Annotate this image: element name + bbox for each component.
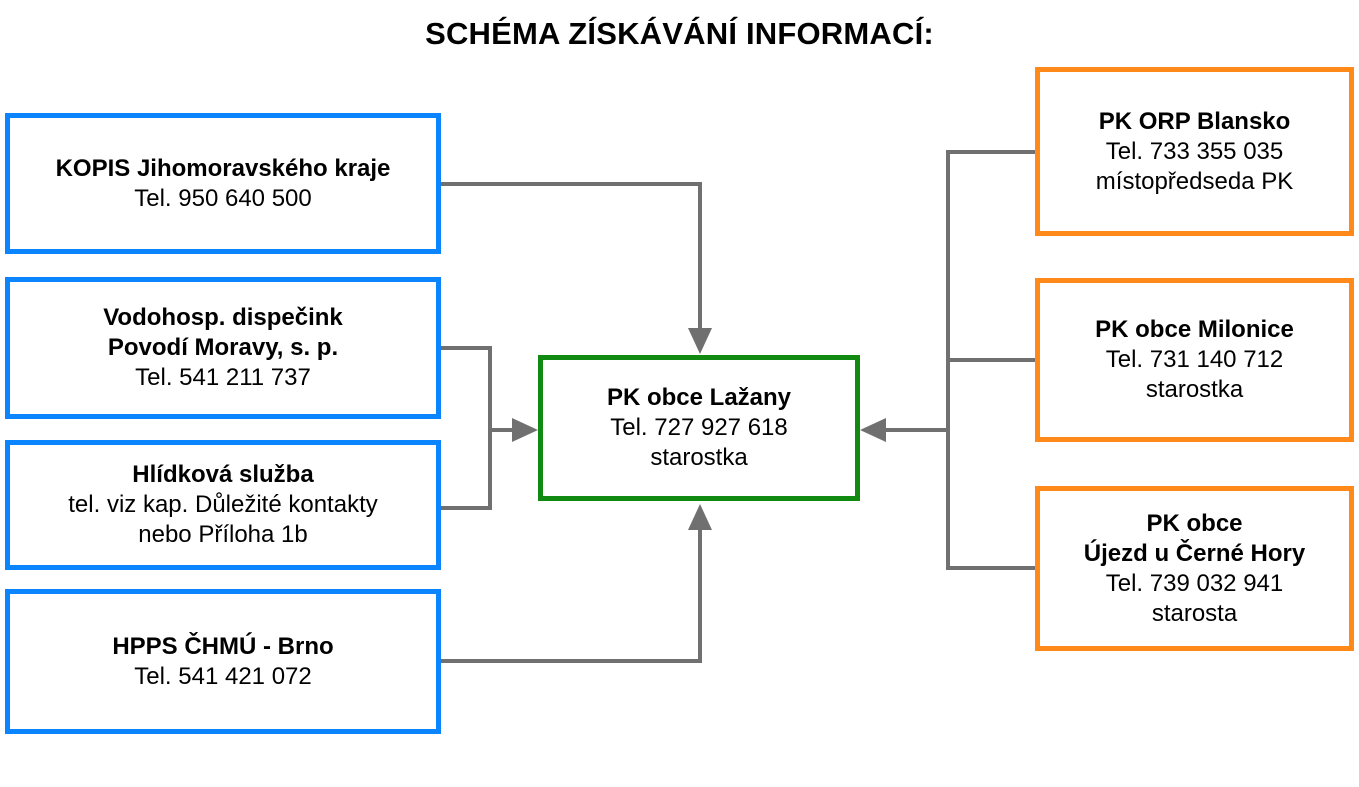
box-line: HPPS ČHMÚ - Brno <box>112 632 334 660</box>
box-line: starosta <box>1151 599 1238 627</box>
arrowhead-top <box>688 328 712 354</box>
box-line: Tel. 739 032 941 <box>1105 569 1284 597</box>
box-kopis: KOPIS Jihomoravského kraje Tel. 950 640 … <box>5 113 441 254</box>
arrowhead-bottom <box>688 504 712 530</box>
box-line: starostka <box>650 444 748 471</box>
box-line: KOPIS Jihomoravského kraje <box>55 154 391 182</box>
box-ujezd: PK obce Újezd u Černé Hory Tel. 739 032 … <box>1035 486 1354 651</box>
diagram-title: SCHÉMA ZÍSKÁVÁNÍ INFORMACÍ: <box>425 16 934 51</box>
box-line: Tel. 541 211 737 <box>135 364 311 391</box>
box-hlidkova: Hlídková služba tel. viz kap. Důležité k… <box>5 440 441 570</box>
box-milonice: PK obce Milonice Tel. 731 140 712 staros… <box>1035 278 1354 442</box>
connector-vodohosp <box>441 346 492 510</box>
box-line: PK obce Lažany <box>606 384 792 411</box>
box-line: Tel. 727 927 618 <box>610 414 788 441</box>
box-line: Hlídková služba <box>132 461 314 488</box>
box-line: Újezd u Černé Hory <box>1083 539 1306 567</box>
arrowhead-right <box>860 418 886 442</box>
box-line: Tel. 731 140 712 <box>1105 346 1284 373</box>
box-line: tel. viz kap. Důležité kontakty <box>68 491 378 518</box>
box-line: nebo Příloha 1b <box>138 521 308 548</box>
arrowhead-left <box>512 418 538 442</box>
box-line: Tel. 950 640 500 <box>134 184 312 212</box>
box-line: Vodohosp. dispečink <box>103 304 343 331</box>
connector-kopis <box>441 182 702 350</box>
connector-hpps <box>441 510 702 663</box>
box-line: Povodí Moravy, s. p. <box>107 334 339 361</box>
box-line: PK obce <box>1146 509 1243 537</box>
box-line: místopředseda PK <box>1095 167 1294 195</box>
box-line: PK ORP Blansko <box>1098 107 1291 135</box>
box-center-lazany: PK obce Lažany Tel. 727 927 618 starostk… <box>538 355 860 501</box>
box-vodohosp: Vodohosp. dispečink Povodí Moravy, s. p.… <box>5 277 441 419</box>
box-line: Tel. 733 355 035 <box>1105 137 1284 165</box>
box-line: Tel. 541 421 072 <box>134 662 312 690</box>
box-hpps: HPPS ČHMÚ - Brno Tel. 541 421 072 <box>5 589 441 734</box>
box-line: PK obce Milonice <box>1095 316 1294 343</box>
box-line: starostka <box>1145 376 1244 403</box>
box-orp-blansko: PK ORP Blansko Tel. 733 355 035 místopře… <box>1035 67 1354 236</box>
